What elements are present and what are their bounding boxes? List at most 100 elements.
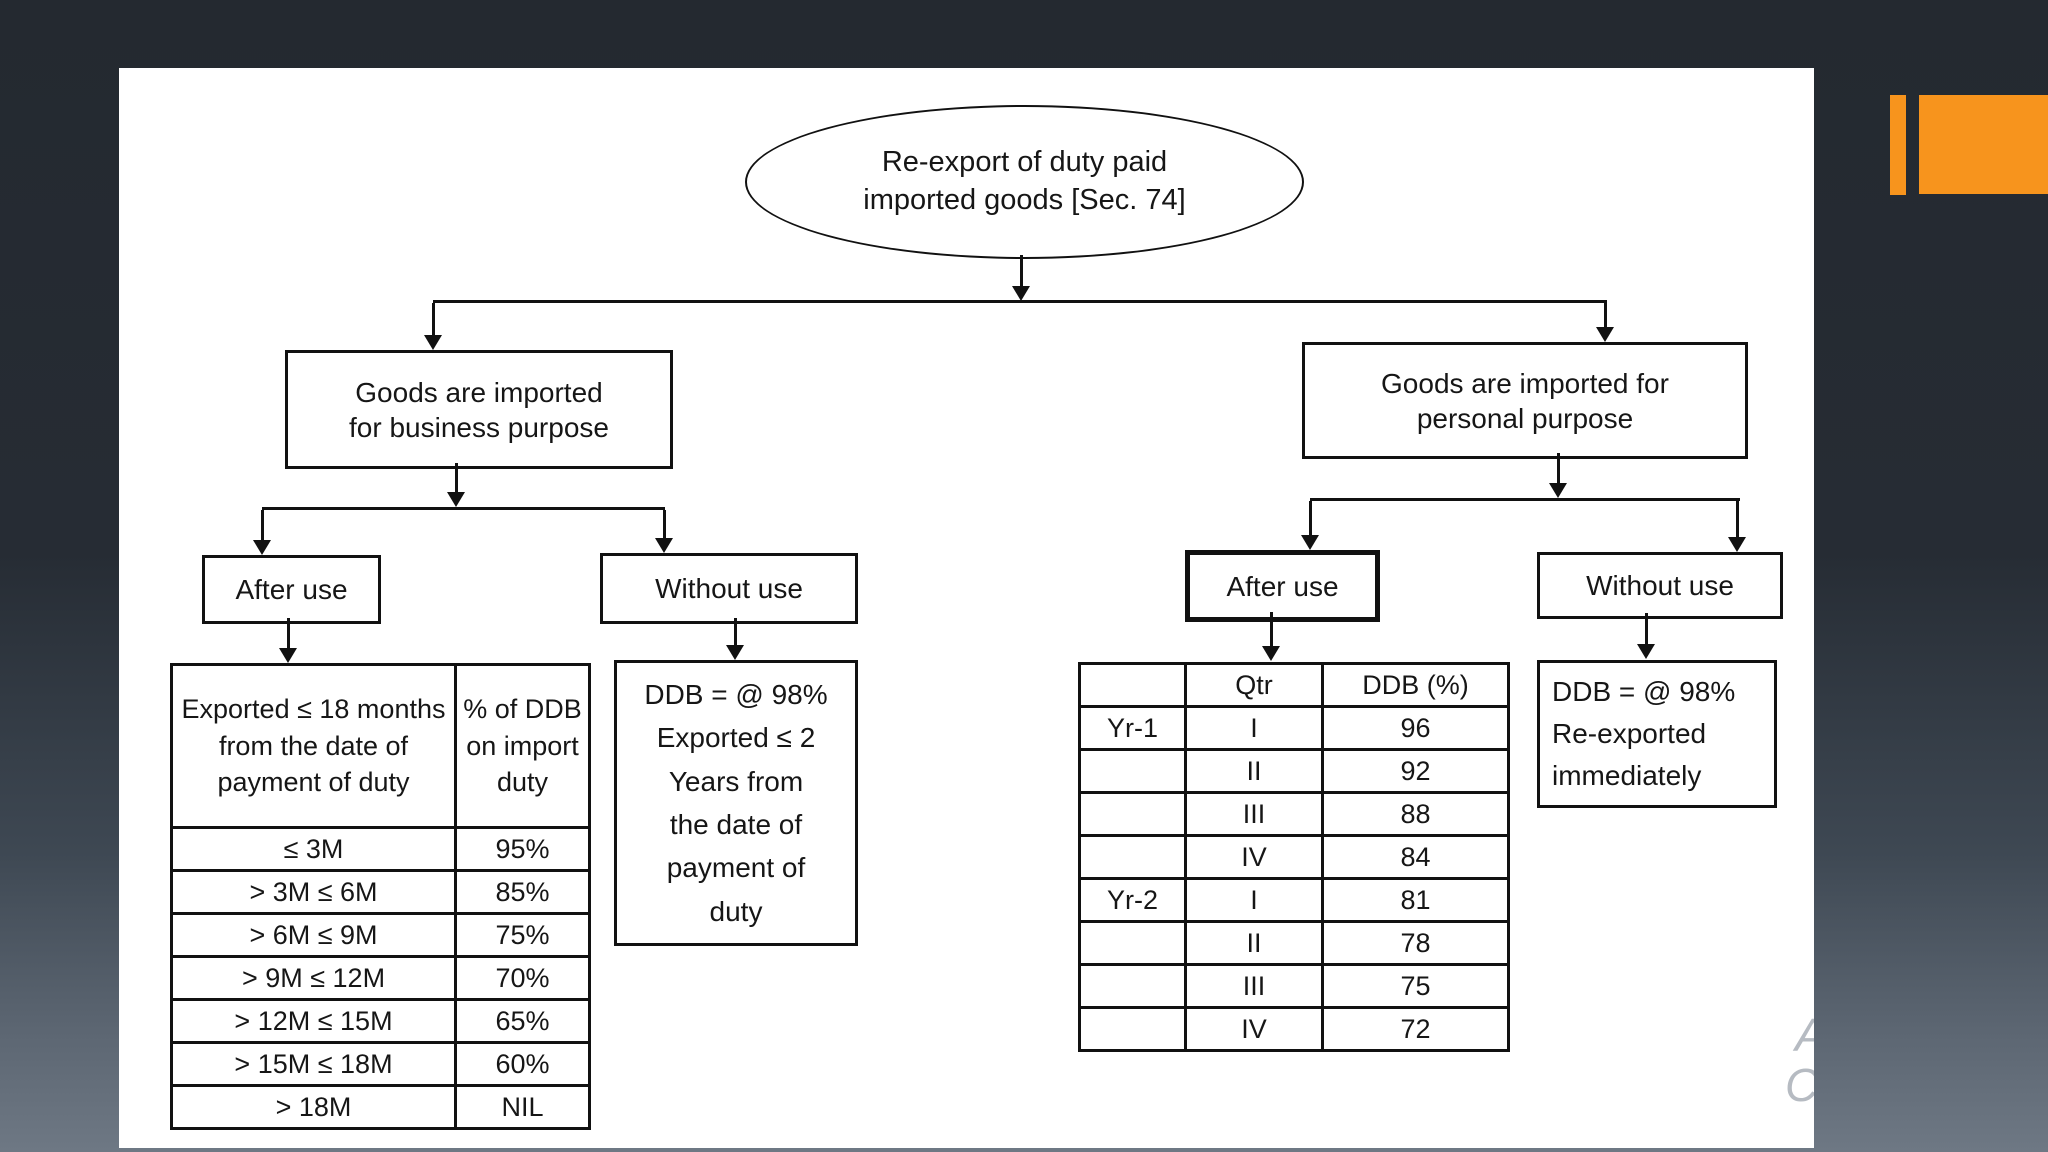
arrow-down-icon xyxy=(279,648,297,663)
connector-line xyxy=(261,510,264,541)
text-line: Exported ≤ 2 xyxy=(656,722,816,754)
table-cell: 60% xyxy=(454,1041,591,1087)
text-line: DDB = @ 98% xyxy=(1552,676,1736,707)
connector-line xyxy=(1309,501,1312,535)
text-line: immediately xyxy=(1552,760,1702,791)
table-cell xyxy=(1078,963,1187,1009)
node-personal-purpose: Goods are imported for personal purpose xyxy=(1302,342,1748,459)
text-line: for business purpose xyxy=(349,411,609,443)
text-line: imported goods [Sec. 74] xyxy=(863,184,1186,216)
arrow-down-icon xyxy=(1262,646,1280,661)
text-line: Years from xyxy=(668,765,804,797)
table-cell: NIL xyxy=(454,1084,591,1130)
connector-line xyxy=(734,618,737,647)
table-row: > 9M ≤ 12M 70% xyxy=(170,955,591,1001)
table-header-cell: % of DDB on import duty xyxy=(454,663,591,829)
connector-line xyxy=(455,463,458,493)
arrow-down-icon xyxy=(424,335,442,350)
connector-line xyxy=(432,303,435,335)
table-cell: III xyxy=(1184,963,1324,1009)
accent-bar-wide xyxy=(1919,95,2048,194)
table-cell: 96 xyxy=(1321,705,1510,751)
table-cell: 84 xyxy=(1321,834,1510,880)
arrow-down-icon xyxy=(1549,483,1567,498)
table-cell: 81 xyxy=(1321,877,1510,923)
text-line: payment of xyxy=(666,852,806,884)
arrow-down-icon xyxy=(1596,327,1614,342)
table-cell: > 3M ≤ 6M xyxy=(170,869,457,915)
text-line: Without use xyxy=(1586,570,1734,601)
personal-after-use-table: Qtr DDB (%) Yr-1 I 96 II 92 III 88 IV xyxy=(1078,662,1510,1052)
connector-line xyxy=(287,618,290,649)
table-cell xyxy=(1078,920,1187,966)
table-header-cell: Qtr xyxy=(1184,662,1324,708)
text-line: After use xyxy=(235,574,348,605)
table-cell: 88 xyxy=(1321,791,1510,837)
table-cell: > 12M ≤ 15M xyxy=(170,998,457,1044)
table-row: > 15M ≤ 18M 60% xyxy=(170,1041,591,1087)
text-line: Re-exported xyxy=(1552,718,1707,749)
text-line: Goods are imported xyxy=(355,376,603,408)
node-root-sec74: Re-export of duty paid imported goods [S… xyxy=(745,105,1304,259)
table-cell: IV xyxy=(1184,1006,1324,1052)
table-row: > 6M ≤ 9M 75% xyxy=(170,912,591,958)
connector-line xyxy=(1604,303,1607,327)
table-cell: 65% xyxy=(454,998,591,1044)
text-line: Re-export of duty paid xyxy=(881,146,1168,179)
node-without-use-business: Without use xyxy=(600,553,858,624)
table-row: III 75 xyxy=(1078,963,1510,1009)
connector-line xyxy=(1557,453,1560,484)
node-business-purpose: Goods are imported for business purpose xyxy=(285,350,673,469)
table-cell: ≤ 3M xyxy=(170,826,457,872)
table-row: > 3M ≤ 6M 85% xyxy=(170,869,591,915)
table-cell: IV xyxy=(1184,834,1324,880)
table-row: Qtr DDB (%) xyxy=(1078,662,1510,708)
connector-line xyxy=(1310,498,1740,501)
arrow-down-icon xyxy=(726,645,744,660)
table-cell: > 15M ≤ 18M xyxy=(170,1041,457,1087)
slide-canvas: Re-export of duty paid imported goods [S… xyxy=(119,68,1814,1148)
text-line: the date of xyxy=(669,809,803,840)
table-row: ≤ 3M 95% xyxy=(170,826,591,872)
connector-line xyxy=(663,510,666,539)
arrow-down-icon xyxy=(1012,286,1030,301)
arrow-down-icon xyxy=(1728,537,1746,552)
table-header-cell: DDB (%) xyxy=(1321,662,1510,708)
text-line: personal purpose xyxy=(1416,402,1634,434)
connector-line xyxy=(1270,612,1273,646)
table-cell: 70% xyxy=(454,955,591,1001)
table-cell xyxy=(1078,748,1187,794)
table-row: II 78 xyxy=(1078,920,1510,966)
table-cell: 95% xyxy=(454,826,591,872)
node-after-use-business: After use xyxy=(202,555,381,624)
table-cell: 92 xyxy=(1321,748,1510,794)
business-after-use-table: Exported ≤ 18 months from the date of pa… xyxy=(170,663,591,1130)
table-header-cell: Exported ≤ 18 months from the date of pa… xyxy=(170,663,457,829)
table-cell: > 6M ≤ 9M xyxy=(170,912,457,958)
text-line: A xyxy=(1795,1010,1814,1060)
node-without-use-personal: Without use xyxy=(1537,552,1783,619)
node-ddb-business-without-use: DDB = @ 98% Exported ≤ 2 Years from the … xyxy=(614,660,858,946)
table-row: Yr-2 I 81 xyxy=(1078,877,1510,923)
connector-line xyxy=(1020,255,1023,288)
text-line: C xyxy=(1785,1060,1814,1110)
table-cell: I xyxy=(1184,877,1324,923)
table-cell: II xyxy=(1184,920,1324,966)
connector-line xyxy=(262,507,665,510)
table-cell: 78 xyxy=(1321,920,1510,966)
table-cell: > 18M xyxy=(170,1084,457,1130)
arrow-down-icon xyxy=(655,538,673,553)
table-cell: Yr-2 xyxy=(1078,877,1187,923)
table-cell xyxy=(1078,791,1187,837)
table-cell: > 9M ≤ 12M xyxy=(170,955,457,1001)
arrow-down-icon xyxy=(1301,535,1319,550)
table-cell xyxy=(1078,1006,1187,1052)
table-row: III 88 xyxy=(1078,791,1510,837)
table-cell: I xyxy=(1184,705,1324,751)
table-row: Yr-1 I 96 xyxy=(1078,705,1510,751)
watermark-fragment: A C xyxy=(1785,1010,1814,1110)
table-row: > 18M NIL xyxy=(170,1084,591,1130)
table-header-cell xyxy=(1078,662,1187,708)
accent-bar-thin xyxy=(1890,95,1906,195)
